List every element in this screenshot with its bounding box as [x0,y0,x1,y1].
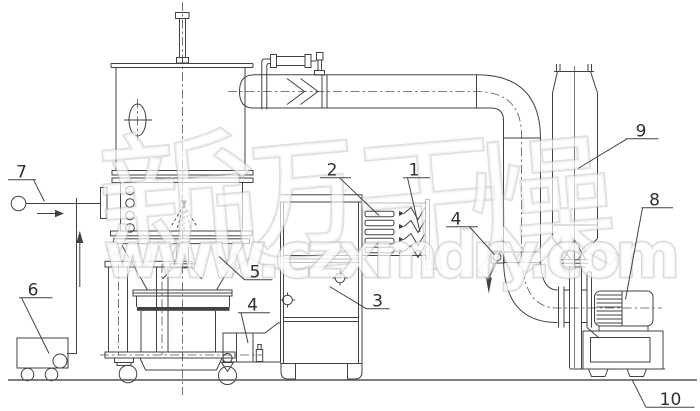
cabinet-knob [280,292,295,308]
callout-4-duct: 4 [238,296,270,344]
pneumatic-cylinder [261,52,325,76]
callout-10: 10 [631,379,695,410]
callout-3: 3 [329,286,390,312]
exhaust-duct [238,52,565,328]
callout-1-label: 1 [409,161,420,181]
cyclone-separator [552,64,598,369]
trolley-wheel [118,364,138,384]
callout-3-label: 3 [372,292,383,312]
cabinet-foot [280,363,296,380]
callout-8: 8 [625,191,673,300]
liquid-feed-line [10,195,101,382]
callout-8-label: 8 [649,191,660,211]
callout-4-label: 4 [247,296,258,316]
callout-5-label: 5 [250,263,261,283]
trolley [104,260,237,385]
callout-7: 7 [8,163,45,202]
callout-9: 9 [577,122,659,169]
spray-nozzle [170,200,198,231]
callout-6: 6 [19,281,53,354]
product-section [120,182,243,231]
base-feet [588,368,647,377]
watermark-cjk-char: 燥 [461,118,623,302]
air-inlet-duct [222,322,281,363]
sight-glass [124,99,152,141]
callout-9-label: 9 [636,122,647,142]
blower [564,271,665,377]
callout-7-label: 7 [16,163,27,183]
watermark-url: www.czxmdry.com [104,219,675,292]
control-cabinet [280,194,363,380]
flow-arrow-right [55,209,64,218]
trolley-wheel [218,366,237,385]
callout-5: 5 [218,256,273,283]
callout-1: 1 [403,161,430,233]
watermark-cjk-char: 新 [91,111,253,295]
nozzle-ports [125,185,135,233]
air-filter-louver [364,210,395,254]
blower-motor [594,290,654,327]
watermark: 新 迈 干 燥 www.czxmdry.com [90,109,682,303]
callout-10-label: 10 [660,390,682,410]
agitator-shaft [175,12,190,64]
sample-bottle [255,344,264,362]
air-heater-unit [362,199,430,260]
drying-tower [100,12,254,311]
heating-coil [399,206,426,259]
callout-4-valve: 4 [446,210,495,255]
callout-2-label: 2 [327,161,338,181]
feed-pump [10,195,27,212]
cabinet-knob [332,270,348,286]
vessel-body [115,67,246,171]
product-bowl [132,289,233,311]
callout-6-label: 6 [28,281,39,301]
pump-cart [16,337,69,382]
callout-2: 2 [320,161,380,216]
watermark-cjk-char: 干 [347,114,509,298]
callout-4-label: 4 [451,210,462,230]
blower-base [582,330,664,370]
watermark-cjk-char: 迈 [204,117,366,301]
cyclone-downpipe [569,267,582,369]
vessel-lid [110,63,254,68]
butterfly-valve [485,250,505,294]
check-valve-chevrons [286,78,319,105]
callouts: 1 2 3 4 4 5 6 7 [8,122,695,410]
flow-arrow-up [76,231,84,243]
cabinet-foot [347,363,363,380]
